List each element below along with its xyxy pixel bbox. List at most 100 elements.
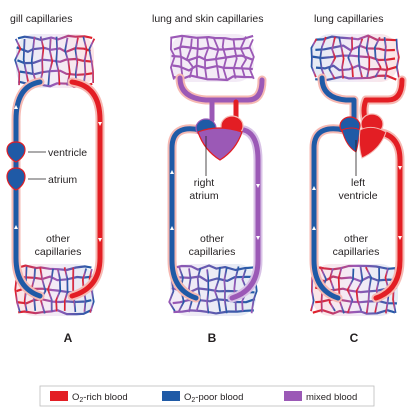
capillary-vessel [173, 74, 254, 82]
capillary-vessel [315, 298, 397, 305]
panel-b: lung and skin capillaries right atrium [152, 13, 267, 345]
capillary-vessel [374, 36, 382, 78]
capillary-vessel [221, 37, 228, 80]
panel-c-right-ventricle [341, 127, 361, 153]
panel-c-callout-line1: left [351, 177, 365, 189]
panel-a-letter: A [64, 331, 73, 345]
capillary-vessel [347, 36, 354, 78]
up-arrow-icon [312, 186, 316, 190]
down-arrow-icon [398, 236, 402, 240]
capillary-vessel [186, 38, 194, 79]
capillary-vessel [365, 36, 371, 78]
capillary-vessel [395, 38, 400, 79]
capillary-vessel [19, 275, 92, 282]
panel-c-bottom-capillary-bed [310, 264, 398, 316]
down-arrow-icon [256, 236, 260, 240]
capillary-vessel [315, 74, 397, 82]
capillary-vessel [310, 38, 318, 78]
panel-c-bottom-label-line1: other [344, 233, 368, 245]
capillary-vessel [383, 36, 388, 80]
panel-c-top-label: lung capillaries [314, 13, 383, 25]
capillary-vessel [18, 308, 93, 316]
panel-b-blood-vessel [177, 75, 265, 103]
capillary-vessel [248, 38, 255, 80]
capillary-vessel [16, 46, 91, 53]
up-arrow-icon [312, 226, 316, 230]
down-arrow-icon [98, 122, 102, 126]
panel-a-ventricle [6, 141, 26, 163]
capillary-vessel [213, 37, 220, 79]
panel-c-bottom-label-line2: capillaries [333, 246, 380, 258]
panel-b-letter: B [208, 331, 217, 345]
panel-a-ventricle-shape [6, 141, 26, 163]
panel-a-blood-vessel [69, 79, 103, 299]
panel-a-bottom-label-line1: other [46, 233, 70, 245]
panel-a: gill capillaries ventricle atrium othe [6, 13, 105, 345]
capillary-vessel [355, 266, 364, 311]
capillary-vessel [30, 36, 38, 84]
capillary-vessel [337, 266, 345, 314]
down-arrow-icon [98, 238, 102, 242]
panel-a-top-label: gill capillaries [10, 13, 72, 25]
capillary-vessel [82, 36, 88, 84]
panel-c-flow-arrows [312, 166, 402, 240]
panel-c-callout-line2: ventricle [338, 190, 377, 202]
panel-a-ventricle-label: ventricle [48, 147, 87, 159]
capillary-vessel [38, 36, 45, 85]
capillary-vessel [346, 268, 355, 314]
capillary-vessel [233, 266, 240, 312]
up-arrow-icon [14, 105, 18, 109]
capillary-vessel [328, 36, 336, 80]
panel-c-heart [339, 113, 387, 159]
capillary-vessel [74, 37, 79, 86]
panel-c-top-capillary-bed [310, 34, 400, 82]
capillary-vessel [232, 38, 238, 79]
capillary-vessel [315, 44, 395, 52]
capillary-vessel [170, 37, 176, 80]
capillary-vessel [172, 64, 253, 72]
capillary-vessel [171, 54, 254, 62]
capillary-vessel [312, 54, 396, 62]
capillary-vessel [312, 275, 396, 283]
panel-c-vessels [309, 73, 407, 303]
capillary-vessel [357, 38, 364, 78]
panel-a-top-capillary-bed [14, 34, 96, 88]
capillary-vessel [72, 267, 77, 313]
panel-b-heart [195, 115, 244, 161]
panel-b-top-capillary-bed [170, 34, 255, 82]
panel-c-left-ventricle [358, 126, 387, 159]
up-arrow-icon [14, 225, 18, 229]
capillary-vessel [206, 269, 210, 314]
capillary-vessel [214, 266, 221, 312]
capillary-vessel [187, 268, 193, 313]
panel-b-flow-arrows [170, 170, 260, 240]
capillary-vessel [171, 275, 256, 283]
capillary-vessel [195, 267, 202, 312]
panel-a-atrium [6, 167, 26, 191]
capillary-vessel [39, 267, 47, 314]
legend-label-oxygen-poor: O2-poor blood [184, 392, 243, 404]
panel-b-top-label: lung and skin capillaries [152, 13, 263, 25]
capillary-vessel [223, 267, 228, 314]
capillary-vessel [374, 267, 381, 313]
capillary-vessel [170, 34, 254, 41]
capillary-vessel [315, 34, 397, 42]
panel-b-bottom-label-line1: other [200, 233, 224, 245]
panel-a-vessels [11, 77, 105, 301]
panel-a-blood-vessel [67, 77, 105, 301]
capillary-vessel [63, 267, 69, 311]
capillary-vessel [17, 34, 93, 41]
panel-c-blood-vessel [361, 77, 405, 125]
capillary-vessel [55, 36, 61, 86]
panel-c-blood-vessel [311, 126, 347, 301]
capillary-vessel [338, 37, 345, 79]
capillary-vessel [22, 38, 30, 84]
capillary-vessel [14, 38, 22, 86]
panel-b-ventricle [197, 127, 243, 161]
capillary-vessel [195, 36, 199, 79]
capillary-vessel [328, 268, 336, 312]
capillary-vessel [55, 269, 62, 312]
capillary-vessel [88, 38, 96, 84]
panel-a-bottom-capillary-bed [14, 264, 95, 316]
